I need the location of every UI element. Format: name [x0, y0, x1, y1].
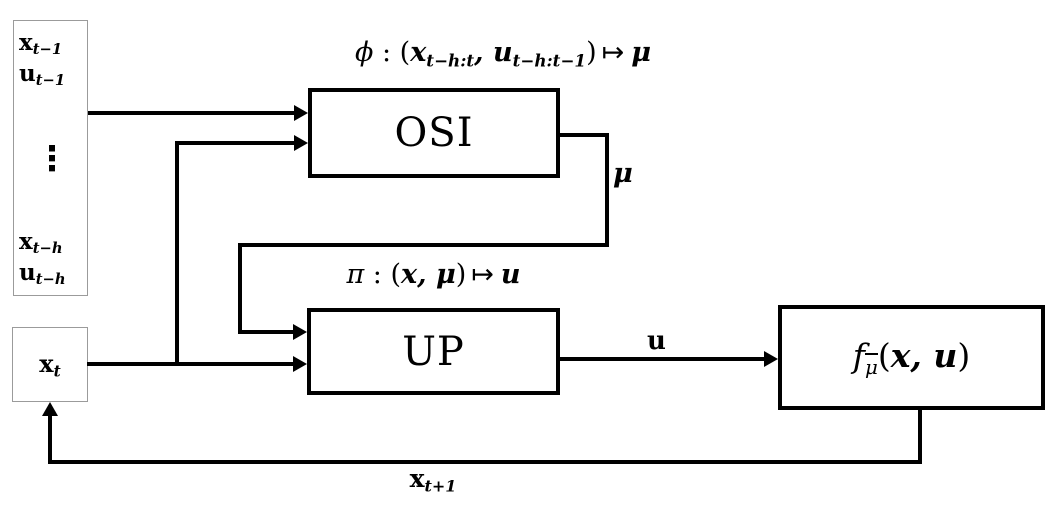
- action-arg-subscript: t−h:t−1: [512, 50, 587, 71]
- history-entry: xt−1: [19, 28, 85, 59]
- current-state-label: xt: [39, 349, 60, 380]
- history-entry: ut−h: [19, 258, 85, 289]
- close-paren: ): [957, 336, 971, 376]
- history-ellipsis-row: ⋮: [19, 90, 85, 226]
- state-symbol: x: [19, 227, 33, 255]
- edge-history-to-osi: [88, 111, 296, 115]
- open-paren: (: [877, 336, 891, 376]
- comma: ,: [417, 259, 436, 290]
- up-block: UP: [307, 308, 560, 395]
- edge-up-to-dynamics: [560, 357, 766, 361]
- action-result: u: [500, 259, 521, 290]
- state-subscript: t: [53, 362, 61, 381]
- phi-symbol: ϕ: [354, 37, 374, 68]
- mu-bar-subscript: μ: [864, 352, 878, 379]
- mu-edge-label: μ: [613, 158, 633, 189]
- action-symbol: u: [19, 60, 36, 88]
- edge-osi-output-horizontal: [560, 133, 609, 137]
- pi-symbol: π: [346, 259, 365, 290]
- dynamics-block: fμ(x, u): [778, 305, 1045, 410]
- open-paren: (: [390, 259, 402, 290]
- mu-arg: μ: [435, 259, 456, 290]
- action-arg: u: [492, 37, 513, 68]
- vertical-ellipsis: ⋮: [35, 138, 69, 179]
- close-paren: ): [586, 37, 597, 68]
- relation-colon: :: [373, 37, 400, 68]
- state-arg-subscript: t−h:t: [426, 50, 475, 71]
- state-arg: x: [410, 37, 427, 68]
- action-subscript: t−h: [35, 270, 66, 288]
- state-arg: x: [890, 336, 911, 376]
- state-arg: x: [401, 259, 418, 290]
- arrow-mu-to-up: [293, 324, 307, 340]
- action-arg: u: [933, 336, 958, 376]
- close-paren: ): [455, 259, 467, 290]
- current-state-box: xt: [12, 327, 88, 402]
- state-subscript: t−1: [32, 41, 63, 59]
- edge-osi-output-vertical: [605, 133, 609, 247]
- arrow-feedback-to-state: [42, 402, 58, 416]
- arrow-state-to-up: [293, 356, 307, 372]
- state-symbol: x: [39, 348, 54, 378]
- edge-state-to-up: [87, 362, 296, 366]
- up-block-label: UP: [402, 328, 465, 375]
- mu-bar-glyph: μ: [864, 352, 878, 379]
- edge-state-branch-vertical: [175, 141, 179, 366]
- arrow-up-to-dynamics: [764, 351, 778, 367]
- comma: ,: [910, 336, 934, 376]
- f-symbol: f: [852, 336, 865, 376]
- history-input-box: xt−1 ut−1 ⋮ xt−h ut−h: [13, 20, 88, 296]
- dynamics-formula: fμ(x, u): [852, 336, 971, 379]
- edge-branch-to-osi: [175, 141, 296, 145]
- mu-result: μ: [631, 37, 652, 68]
- next-state-edge-label: xt+1: [383, 464, 483, 495]
- state-symbol: x: [409, 464, 425, 493]
- state-subscript: t+1: [424, 476, 457, 496]
- edge-feedback-vertical: [48, 414, 52, 462]
- osi-block: OSI: [308, 88, 560, 178]
- relation-colon: :: [364, 259, 391, 290]
- edge-dynamics-output-vertical: [918, 410, 922, 464]
- edge-feedback-horizontal: [48, 460, 922, 464]
- edge-mu-to-up: [238, 330, 296, 334]
- mapsto-arrow: ↦: [601, 37, 625, 68]
- up-policy-formula: π : (x, μ)↦u: [307, 259, 560, 290]
- edge-mu-return-horizontal: [238, 243, 609, 247]
- state-subscript: t−h: [32, 239, 63, 257]
- state-symbol: x: [19, 29, 33, 56]
- arrow-history-to-osi: [294, 105, 308, 121]
- edge-mu-return-vertical: [238, 243, 242, 334]
- action-edge-label: u: [647, 326, 666, 356]
- arrow-branch-to-osi: [294, 135, 308, 151]
- action-subscript: t−1: [35, 72, 66, 90]
- action-symbol: u: [19, 258, 36, 286]
- osi-mapping-formula: ϕ : (xt−h:t, ut−h:t−1)↦μ: [297, 37, 709, 70]
- osi-block-label: OSI: [394, 110, 474, 156]
- history-entry: xt−h: [19, 227, 85, 258]
- comma: ,: [474, 37, 493, 68]
- mapsto-arrow: ↦: [471, 259, 494, 290]
- history-entry: ut−1: [19, 59, 85, 90]
- open-paren: (: [399, 37, 411, 68]
